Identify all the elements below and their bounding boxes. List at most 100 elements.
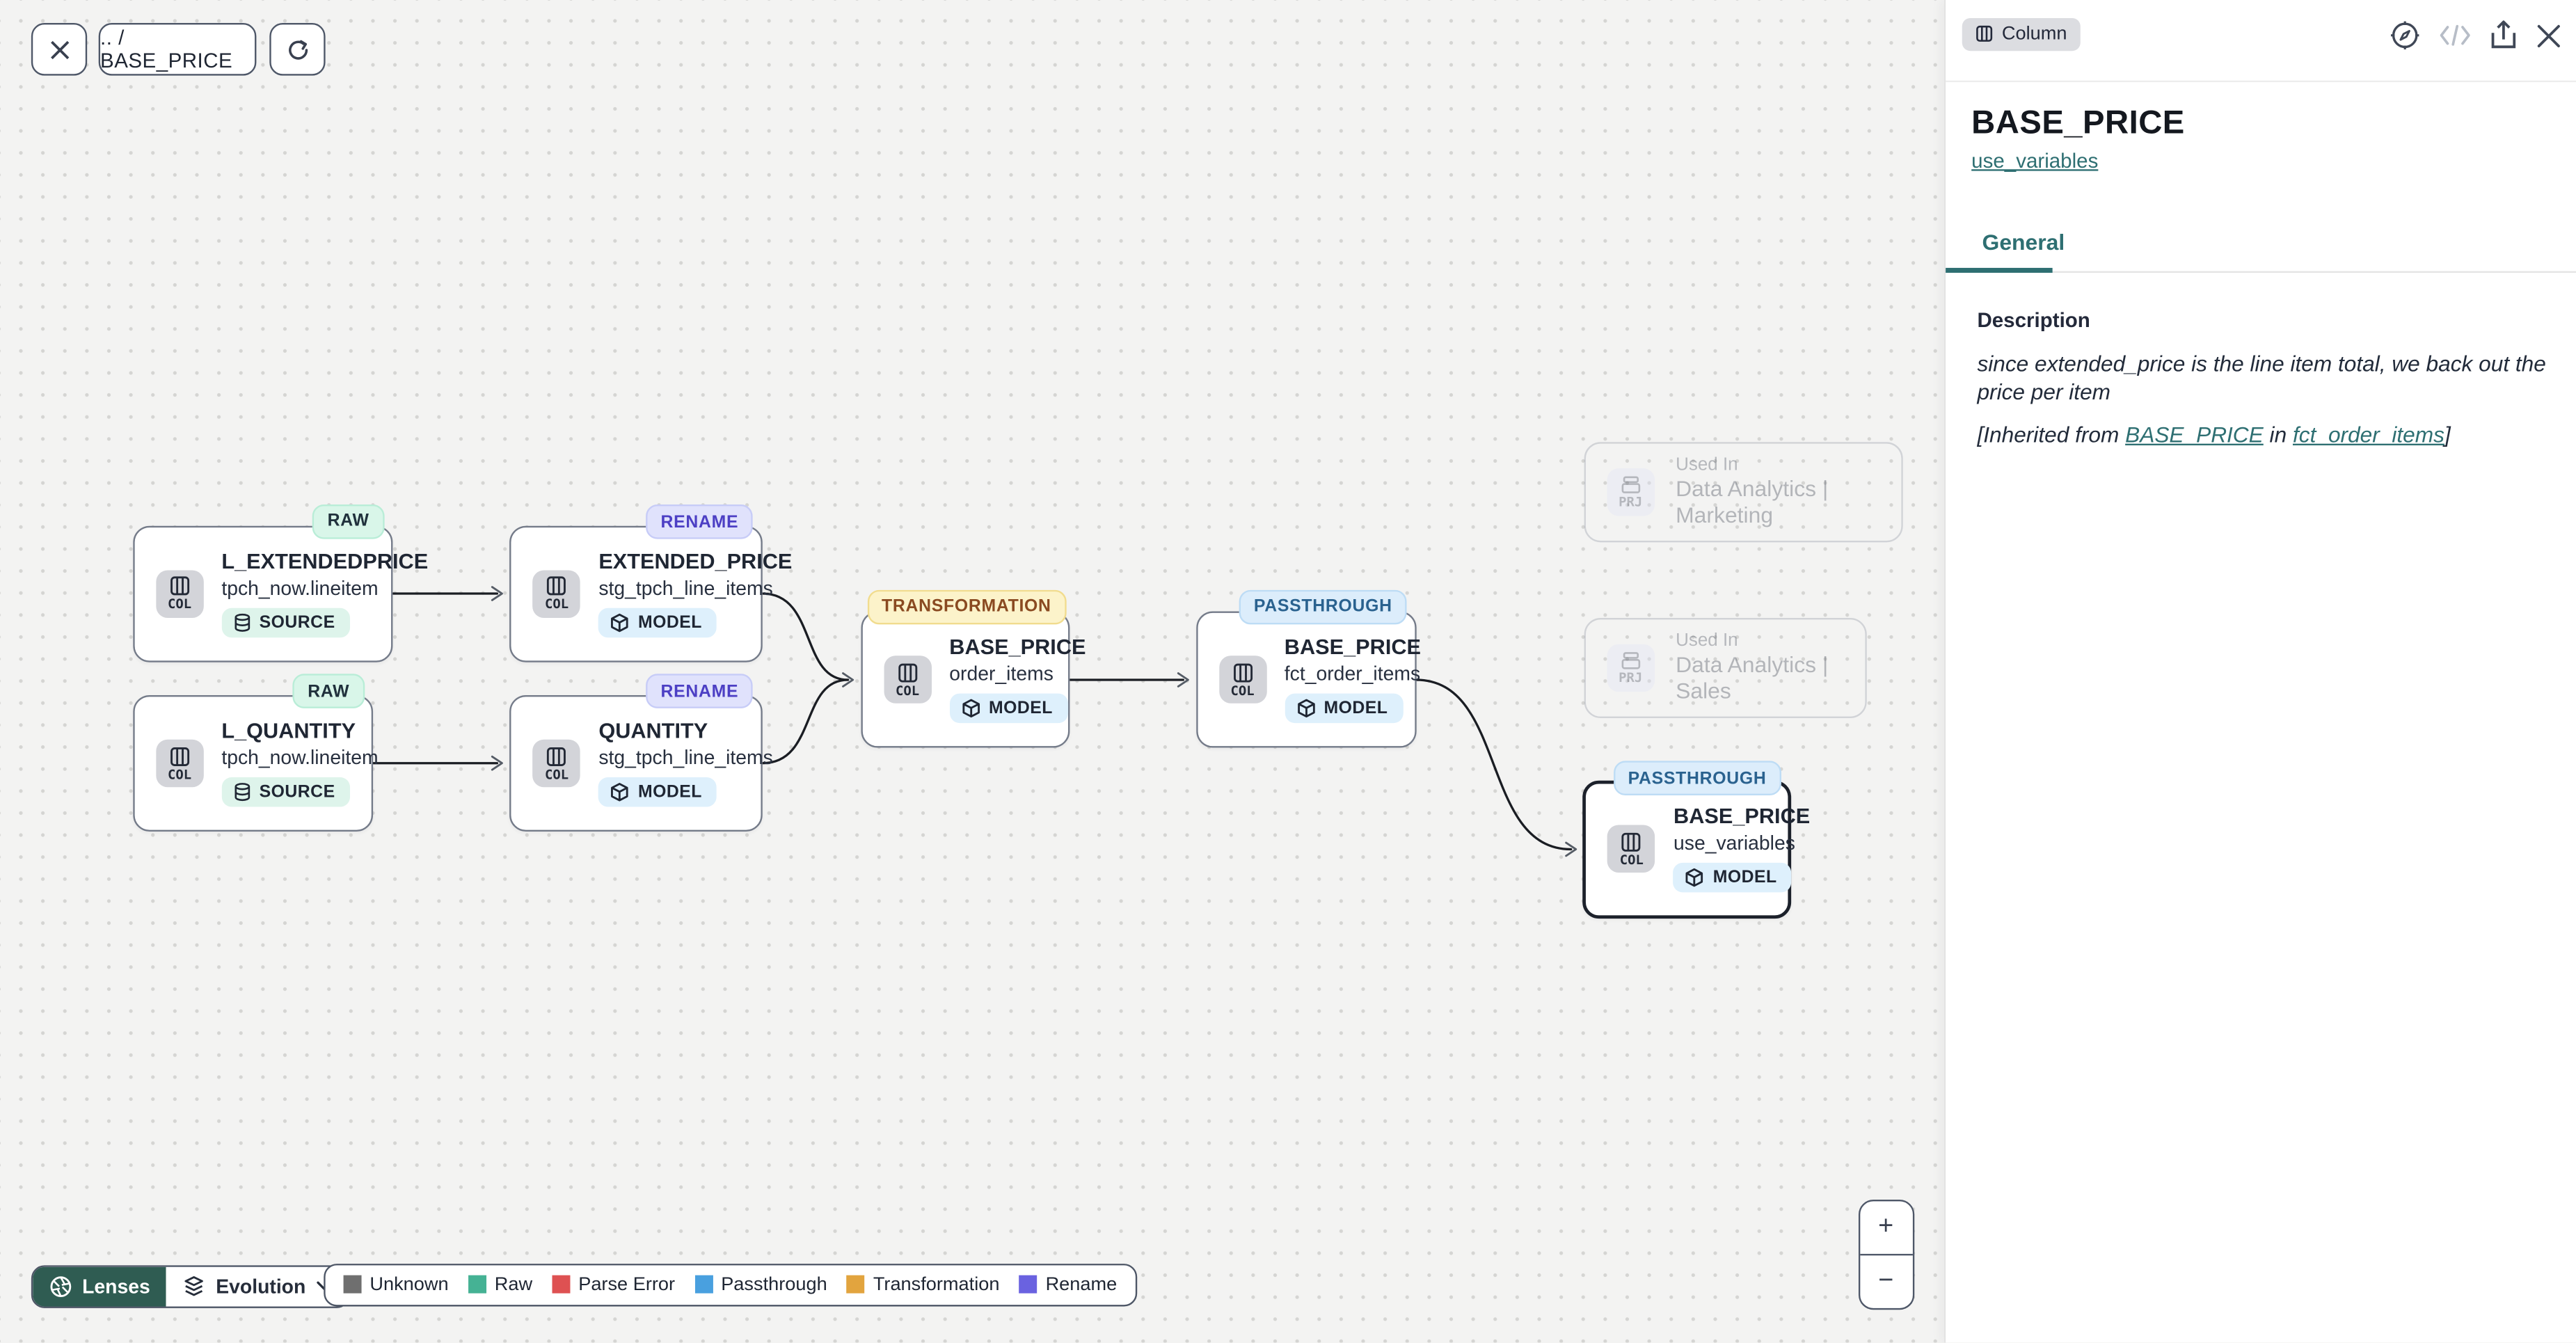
legend-swatch — [1019, 1276, 1037, 1294]
node-subtitle: fct_order_items — [1284, 662, 1421, 686]
column-type-icon: COL — [883, 655, 932, 704]
columns-icon — [1233, 662, 1253, 682]
node-base-price-fct-order-items[interactable]: PASSTHROUGH COL BASE_PRICE fct_order_ite… — [1195, 589, 1421, 749]
node-title: EXTENDED_PRICE — [598, 548, 793, 573]
column-type-icon: COL — [1218, 655, 1266, 704]
used-in-marketing[interactable]: PRJ Used In Data Analytics | Marketing — [1583, 441, 1904, 543]
used-in-project: Data Analytics | Marketing — [1676, 476, 1829, 527]
columns-icon — [170, 746, 189, 765]
legend-item-rename: Rename — [1019, 1275, 1117, 1295]
archive-icon — [1621, 476, 1640, 493]
entity-type-chip: Column — [1962, 17, 2081, 51]
node-subtitle: stg_tpch_line_items — [598, 576, 773, 600]
node-l-quantity[interactable]: RAW COL L_QUANTITY tpch_now.lineitem SOU… — [132, 674, 379, 832]
explore-compass-button[interactable] — [2390, 19, 2421, 51]
columns-icon — [1622, 832, 1641, 852]
aperture-icon — [50, 1276, 72, 1297]
archive-icon — [1621, 651, 1640, 669]
node-title: BASE_PRICE — [949, 635, 1086, 660]
resource-chip: MODEL — [598, 607, 717, 637]
node-extended-price[interactable]: RENAME COL EXTENDED_PRICE stg_tpch_line_… — [509, 504, 792, 662]
used-in-label: Used In — [1676, 630, 1738, 651]
legend-swatch — [847, 1276, 866, 1294]
evolution-badge: RAW — [293, 674, 365, 708]
evolution-lens-dropdown[interactable]: Evolution — [166, 1266, 349, 1307]
project-icon: PRJ — [1606, 644, 1655, 692]
zoom-control: + − — [1858, 1199, 1914, 1310]
node-base-price-use-variables[interactable]: PASSTHROUGH COL BASE_PRICE use_variables… — [1583, 761, 1810, 919]
legend-item-parse-error: Parse Error — [552, 1275, 675, 1295]
node-l-extendedprice[interactable]: RAW COL L_EXTENDEDPRICE tpch_now.lineite… — [132, 504, 428, 662]
legend-swatch — [694, 1276, 713, 1294]
evolution-badge: RENAME — [646, 674, 754, 709]
node-title: L_QUANTITY — [221, 718, 356, 743]
panel-header-divider — [1945, 79, 2576, 82]
cube-icon — [611, 783, 629, 802]
breadcrumb-label: .. / BASE_PRICE — [100, 26, 233, 72]
legend-item-raw: Raw — [468, 1275, 532, 1295]
inherited-column-link[interactable]: BASE_PRICE — [2125, 421, 2264, 447]
columns-icon — [547, 747, 566, 766]
cube-icon — [962, 699, 980, 718]
edge-quantity-baseprice — [761, 678, 850, 765]
tab-divider — [1945, 271, 2576, 273]
cube-icon — [1686, 868, 1704, 888]
evolution-badge: RAW — [312, 504, 384, 539]
resource-chip: MODEL — [949, 694, 1068, 724]
node-title: L_EXTENDEDPRICE — [221, 548, 429, 573]
used-in-label: Used In — [1676, 454, 1738, 475]
node-title: BASE_PRICE — [1284, 635, 1422, 660]
zoom-in-button[interactable]: + — [1859, 1201, 1912, 1256]
layers-icon — [185, 1276, 204, 1296]
columns-icon — [547, 577, 566, 596]
resource-chip: MODEL — [1673, 863, 1792, 893]
node-subtitle: tpch_now.lineitem — [221, 576, 379, 600]
share-button[interactable] — [2490, 19, 2518, 51]
evolution-badge: PASSTHROUGH — [1613, 761, 1781, 796]
node-quantity[interactable]: RENAME COL QUANTITY stg_tpch_line_items … — [509, 674, 773, 832]
breadcrumb[interactable]: .. / BASE_PRICE — [98, 23, 257, 76]
close-lineage-button[interactable] — [31, 23, 88, 76]
legend-item-transformation: Transformation — [847, 1275, 999, 1295]
used-in-project: Data Analytics | Sales — [1676, 651, 1829, 704]
project-icon: PRJ — [1606, 468, 1655, 516]
evolution-legend: Unknown Raw Parse Error Passthrough Tran… — [324, 1263, 1137, 1307]
node-subtitle: order_items — [949, 662, 1054, 686]
column-type-icon: COL — [532, 569, 581, 618]
column-type-icon: COL — [532, 739, 581, 788]
legend-swatch — [343, 1276, 362, 1294]
node-title: QUANTITY — [598, 718, 708, 743]
column-type-icon: COL — [155, 739, 204, 788]
node-subtitle: stg_tpch_line_items — [598, 746, 773, 770]
column-type-icon: COL — [1607, 825, 1656, 873]
resource-chip: SOURCE — [221, 777, 350, 807]
resource-chip: MODEL — [1284, 694, 1403, 724]
refresh-button[interactable] — [269, 23, 326, 76]
lineage-canvas[interactable]: .. / BASE_PRICE RAW COL L_EXTENDEDPRICE … — [0, 0, 1944, 1343]
cube-icon — [611, 613, 629, 632]
zoom-out-button[interactable]: − — [1878, 1266, 1894, 1295]
details-panel: Column BASE_PRICE use_variables General … — [1943, 0, 2576, 1343]
node-subtitle: tpch_now.lineitem — [221, 746, 379, 770]
column-type-icon: COL — [155, 569, 204, 618]
code-button[interactable] — [2439, 23, 2472, 47]
close-icon — [49, 40, 69, 58]
legend-item-unknown: Unknown — [343, 1275, 449, 1295]
tab-general[interactable]: General — [1982, 230, 2065, 255]
column-title: BASE_PRICE — [1971, 105, 2185, 142]
lenses-button[interactable]: Lenses — [33, 1266, 167, 1307]
description-heading: Description — [1977, 308, 2090, 333]
edge-fctorderitems-usevariables — [1415, 678, 1573, 851]
database-icon — [234, 613, 250, 632]
database-icon — [234, 783, 250, 802]
inherited-model-link[interactable]: fct_order_items — [2292, 421, 2444, 447]
legend-item-passthrough: Passthrough — [694, 1275, 827, 1295]
close-panel-button[interactable] — [2536, 22, 2562, 49]
used-in-sales[interactable]: PRJ Used In Data Analytics | Sales — [1583, 617, 1867, 718]
tab-active-underline — [1945, 267, 2053, 273]
model-link[interactable]: use_variables — [1971, 149, 2099, 173]
lens-control: Lenses Evolution — [31, 1264, 351, 1308]
node-base-price-order-items[interactable]: TRANSFORMATION COL BASE_PRICE order_item… — [860, 589, 1086, 749]
legend-swatch — [552, 1276, 571, 1294]
